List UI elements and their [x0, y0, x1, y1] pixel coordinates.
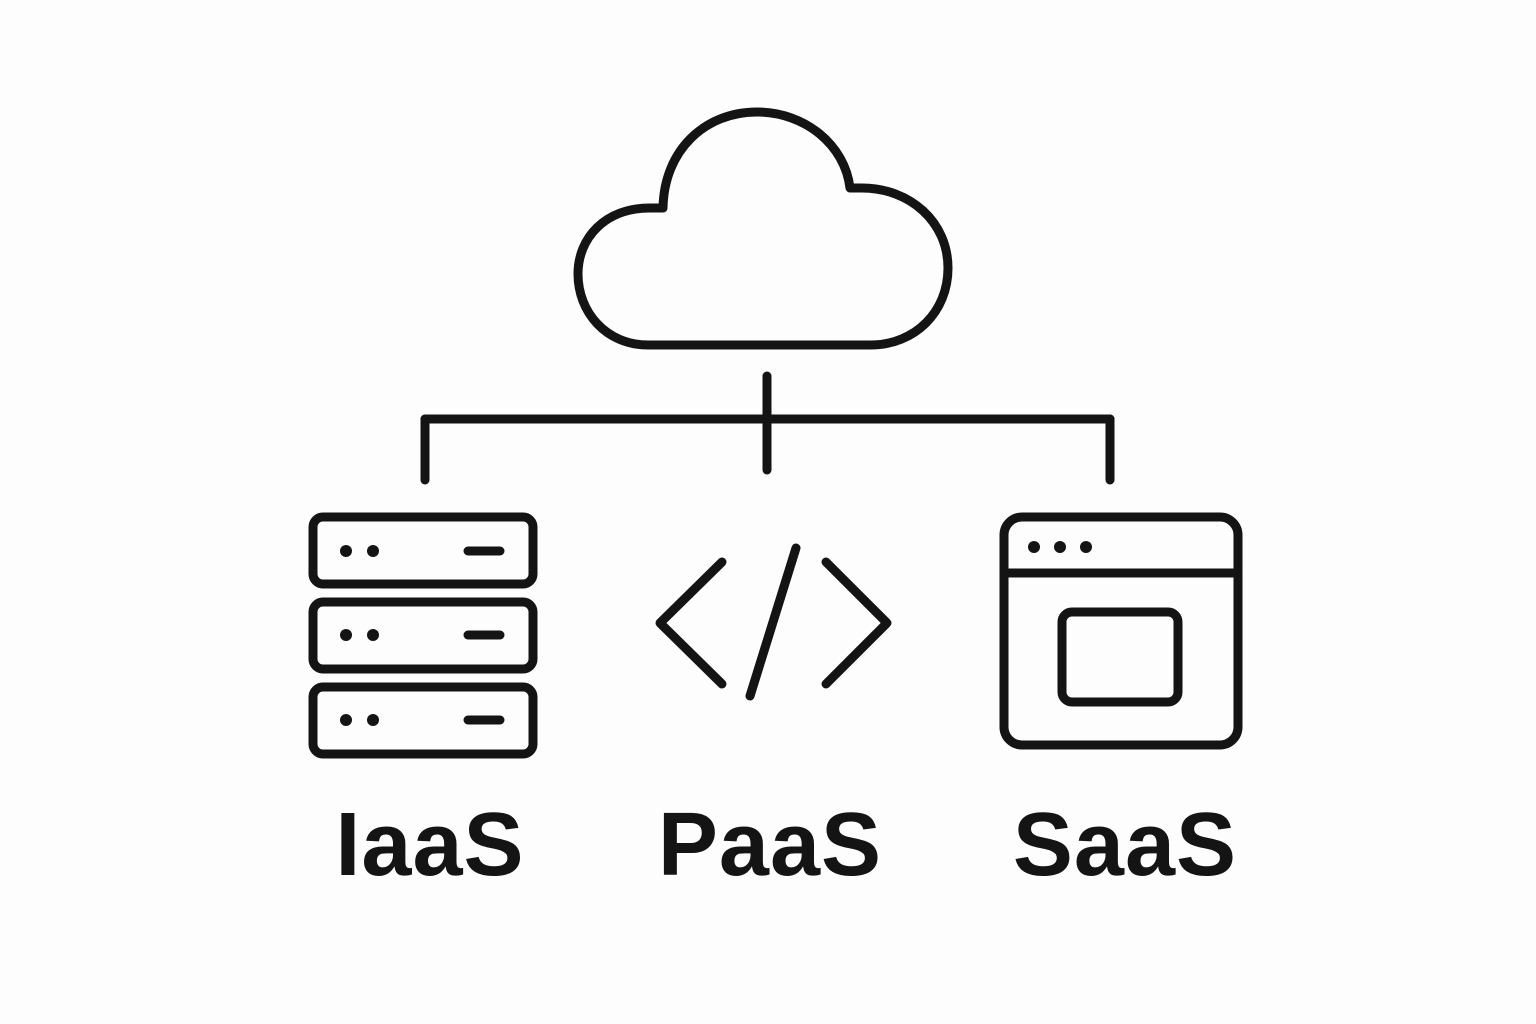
cloud-icon	[573, 107, 953, 350]
browser-window-icon	[999, 512, 1243, 750]
angle-right	[821, 557, 892, 689]
connector-lines	[420, 371, 1115, 485]
paas-label: PaaS	[657, 795, 883, 895]
browser-content-box	[1057, 607, 1183, 707]
server-unit	[308, 597, 538, 674]
server-unit	[308, 682, 538, 759]
angle-left	[655, 557, 727, 689]
code-icon	[655, 543, 892, 701]
server-unit	[308, 512, 538, 589]
server-stack-icon	[308, 512, 538, 759]
slash	[745, 543, 801, 701]
iaas-label: IaaS	[335, 795, 525, 895]
saas-label: SaaS	[1012, 795, 1238, 895]
